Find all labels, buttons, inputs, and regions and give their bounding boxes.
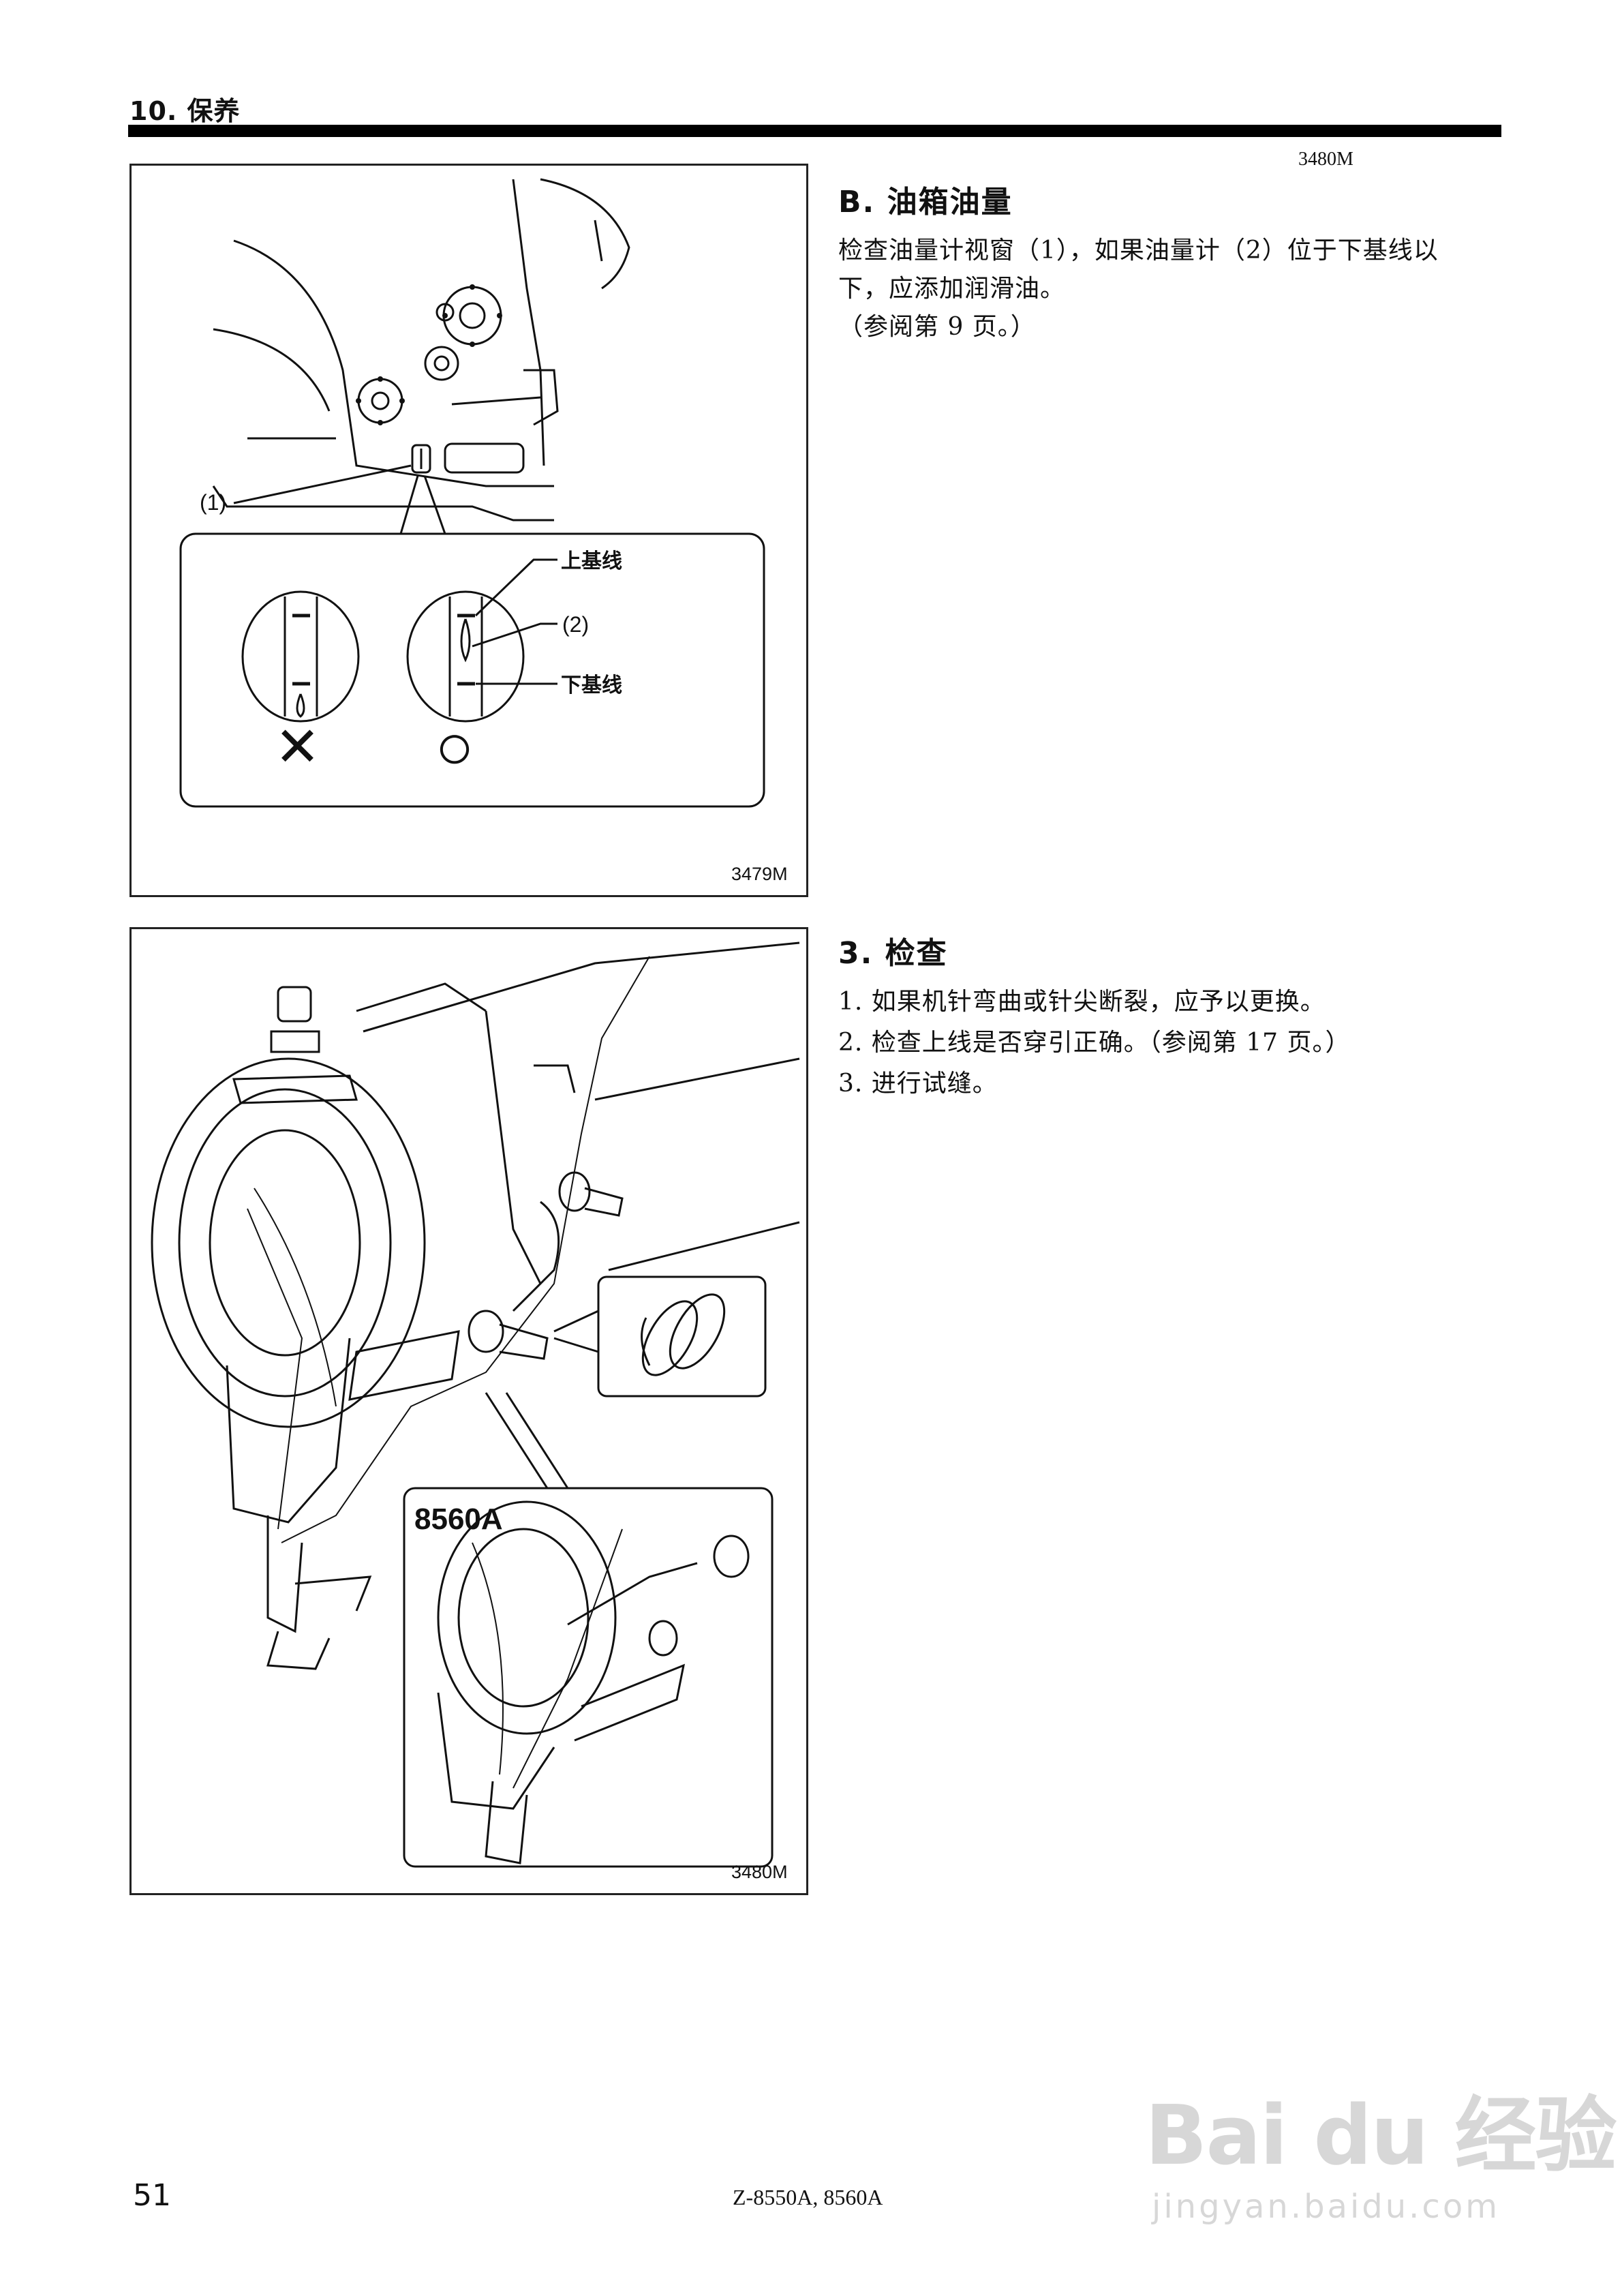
- section-b-line: 下，应添加润滑油。: [838, 275, 1066, 303]
- section-b-body: 检查油量计视窗（1），如果油量计（2）位于下基线以 下，应添加润滑油。 （参阅第…: [838, 232, 1486, 346]
- baidu-watermark: Bai du 经验 jingyan.baidu.com: [1145, 2069, 1617, 2226]
- callout-2: (2): [562, 612, 589, 637]
- section-3-list: 1. 如果机针弯曲或针尖断裂，应予以更换。 2. 检查上线是否穿引正确。（参阅第…: [838, 982, 1486, 1104]
- list-item: 1. 如果机针弯曲或针尖断裂，应予以更换。: [838, 988, 1326, 1016]
- section-3-heading: 3. 检查: [838, 936, 948, 971]
- section-b-heading: B. 油箱油量: [838, 185, 1013, 220]
- inset-model-label: 8560A: [414, 1502, 503, 1536]
- figure2-code: 3480M: [731, 1862, 788, 1882]
- page-number: 51: [133, 2178, 171, 2213]
- oil-gauge-illustration: (1) 上基线 (2) 下基线 ✕ ○ 3479M: [179, 178, 788, 884]
- section-header: 10. 保养: [129, 96, 241, 126]
- threading-illustration: 8560A 3480M: [151, 941, 800, 1882]
- figure-threading: 8560A 3480M: [129, 927, 808, 1895]
- callout-1: (1): [200, 490, 226, 515]
- lower-line-label: 下基线: [561, 674, 622, 697]
- section-b-line: 检查油量计视窗（1），如果油量计（2）位于下基线以: [838, 237, 1439, 265]
- watermark-sub: jingyan.baidu.com: [1152, 2188, 1500, 2226]
- upper-line-label: 上基线: [561, 550, 622, 573]
- top-figure-code: 3480M: [1298, 149, 1353, 170]
- list-item: 3. 进行试缝。: [838, 1070, 998, 1098]
- footer-model: Z-8550A, 8560A: [733, 2185, 883, 2209]
- right-mark: ○: [435, 710, 474, 783]
- section-b-line: （参阅第 9 页。）: [838, 313, 1036, 341]
- wrong-mark: ✕: [275, 716, 320, 777]
- header-rule: [128, 125, 1501, 137]
- watermark-main: Bai du 经验: [1145, 2089, 1617, 2184]
- list-item: 2. 检查上线是否穿引正确。（参阅第 17 页。）: [838, 1029, 1351, 1057]
- figure-oil-gauge: (1) 上基线 (2) 下基线 ✕ ○ 3479M: [129, 164, 808, 897]
- figure1-code: 3479M: [731, 864, 788, 884]
